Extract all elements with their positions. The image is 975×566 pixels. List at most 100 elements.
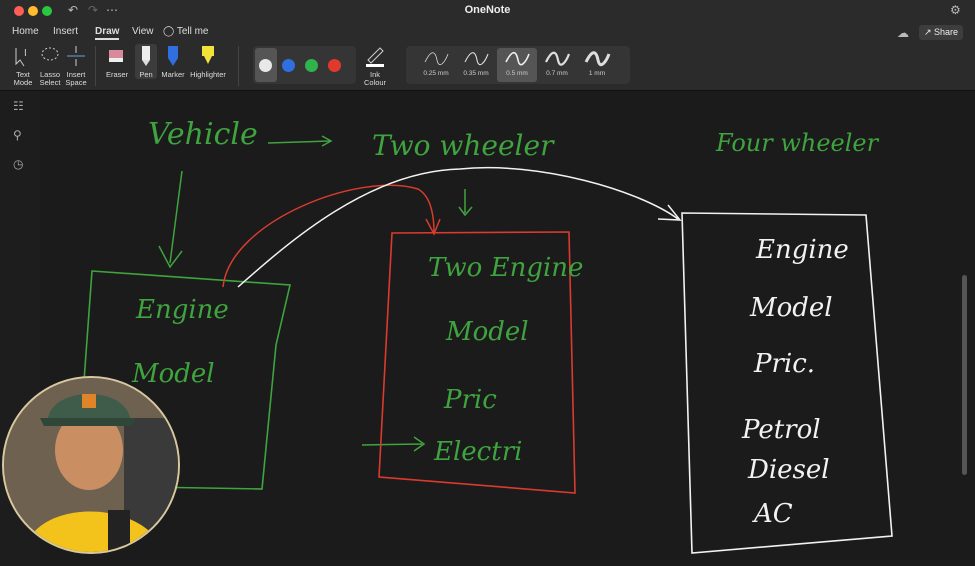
ink-strokes (83, 135, 893, 554)
ribbon-tabs: Home Insert Draw View ◯ Tell me ☁ ↗ Shar… (0, 22, 975, 42)
stroke-sample-icon (545, 51, 571, 66)
ink-colour-button[interactable]: Ink Colour (360, 44, 390, 87)
eraser-icon (109, 50, 123, 62)
ink-text-electric: Electri (434, 437, 523, 467)
stroke-sample-icon (505, 51, 530, 66)
ink-colour-icon (366, 47, 384, 67)
pen-color-green[interactable] (305, 59, 318, 72)
draw-ribbon: I Text Mode Lasso Select Insert Space Er… (0, 42, 975, 91)
svg-text:I: I (24, 48, 27, 59)
thickness-1[interactable]: 1 mm (577, 48, 617, 82)
vertical-scrollbar[interactable] (962, 275, 967, 475)
ink-text-vehicle: Vehicle (148, 117, 258, 152)
text-mode-button[interactable]: I Text Mode (10, 44, 36, 87)
ink-text-four-wheeler: Four wheeler (716, 129, 879, 157)
thickness-label: 0.35 mm (463, 70, 489, 77)
cloud-icon[interactable]: ☁ (897, 26, 909, 40)
pen-color-blue[interactable] (282, 59, 295, 72)
tab-home[interactable]: Home (12, 26, 39, 37)
marker-button[interactable]: Marker (160, 44, 186, 79)
marker-icon (168, 46, 178, 66)
history-icon[interactable]: ◷ (13, 157, 24, 171)
ink-text-ac: AC (754, 499, 793, 529)
ink-text-model: Model (750, 293, 833, 323)
eraser-button[interactable]: Eraser (103, 44, 131, 79)
webcam-overlay (2, 376, 180, 554)
highlighter-label: Highlighter (190, 70, 226, 79)
thickness-label: 1 mm (588, 70, 606, 77)
bell-icon[interactable]: ⚙ (950, 3, 961, 17)
note-canvas[interactable]: Vehicle Two wheeler Four wheeler Engine … (40, 91, 960, 566)
ink-text-two-wheeler: Two wheeler (372, 129, 554, 162)
share-label: Share (934, 27, 959, 37)
pen-button[interactable]: Pen (135, 44, 157, 79)
pen-color-red[interactable] (328, 59, 341, 72)
search-icon[interactable]: ⚲ (13, 128, 22, 142)
redo-icon[interactable]: ↷ (88, 3, 99, 17)
lightbulb-icon: ◯ (163, 26, 175, 37)
highlighter-button[interactable]: Highlighter (188, 44, 228, 79)
pen-icon (142, 46, 150, 66)
thickness-label: 0.25 mm (423, 70, 449, 77)
thickness-07[interactable]: 0.7 mm (537, 48, 577, 82)
marker-label: Marker (161, 70, 185, 79)
ink-colour-label: Ink Colour (363, 70, 387, 87)
ink-text-price: Pric. (754, 349, 816, 379)
ink-arrow-electric (361, 436, 426, 452)
tab-view[interactable]: View (132, 26, 154, 37)
close-window-button[interactable] (14, 6, 24, 16)
ink-arrow-white (237, 166, 682, 288)
insert-space-label: Insert Space (65, 70, 87, 87)
share-icon: ↗ (923, 27, 932, 37)
ink-box-four-wheeler (681, 212, 893, 554)
ink-box-two-wheeler (378, 231, 576, 494)
library-icon[interactable]: ☷ (13, 99, 24, 113)
ink-text-petrol: Petrol (742, 415, 821, 445)
pen-color-white[interactable] (259, 59, 272, 72)
ribbon-separator (238, 46, 239, 86)
lasso-icon (41, 47, 59, 61)
insert-space-button[interactable]: Insert Space (64, 44, 88, 87)
tell-me-label: Tell me (176, 26, 209, 37)
thickness-035[interactable]: 0.35 mm (456, 48, 496, 82)
ink-arrow-vehicle-to-two (267, 135, 333, 147)
tell-me-search[interactable]: ◯ Tell me (163, 26, 209, 37)
stroke-sample-icon (464, 52, 489, 66)
more-icon[interactable]: ⋯ (106, 3, 118, 17)
ink-text-engine: Engine (136, 295, 229, 325)
tab-insert[interactable]: Insert (53, 26, 79, 37)
lasso-label: Lasso Select (39, 70, 61, 87)
title-bar: ↶ ↷ ⋯ OneNote ⚙ (0, 0, 975, 22)
undo-icon[interactable]: ↶ (68, 3, 79, 17)
ink-text-two-engine: Two Engine (428, 253, 584, 283)
thickness-025[interactable]: 0.25 mm (416, 48, 456, 82)
ink-text-model: Model (446, 317, 529, 347)
text-mode-label: Text Mode (13, 70, 33, 87)
pen-color-palette (253, 46, 356, 84)
maximize-window-button[interactable] (42, 6, 52, 16)
eraser-label: Eraser (105, 70, 129, 79)
ink-text-engine: Engine (756, 235, 849, 265)
stroke-sample-icon (424, 52, 449, 66)
stroke-sample-icon (584, 51, 611, 67)
text-cursor-icon: I (15, 48, 27, 67)
thickness-label: 0.5 mm (506, 70, 528, 77)
ink-arrow-red (222, 184, 441, 288)
ribbon-separator (95, 46, 96, 86)
ink-arrow-down-vehicle (158, 170, 183, 269)
ink-text-price: Pric (444, 385, 497, 415)
insert-space-icon (67, 46, 85, 66)
lasso-select-button[interactable]: Lasso Select (38, 44, 62, 87)
thickness-palette: 0.25 mm 0.35 mm 0.5 mm 0.7 mm 1 mm (406, 46, 630, 84)
ink-arrow-down-two (458, 189, 473, 217)
share-button[interactable]: ↗ Share (919, 25, 963, 40)
minimize-window-button[interactable] (28, 6, 38, 16)
ink-text-model: Model (132, 359, 215, 389)
thickness-05[interactable]: 0.5 mm (497, 48, 537, 82)
ink-text-diesel: Diesel (748, 455, 830, 485)
highlighter-icon (202, 46, 214, 64)
presenter-avatar (4, 378, 178, 552)
thickness-label: 0.7 mm (546, 70, 568, 77)
tab-draw[interactable]: Draw (95, 26, 120, 40)
pen-label: Pen (139, 70, 153, 79)
